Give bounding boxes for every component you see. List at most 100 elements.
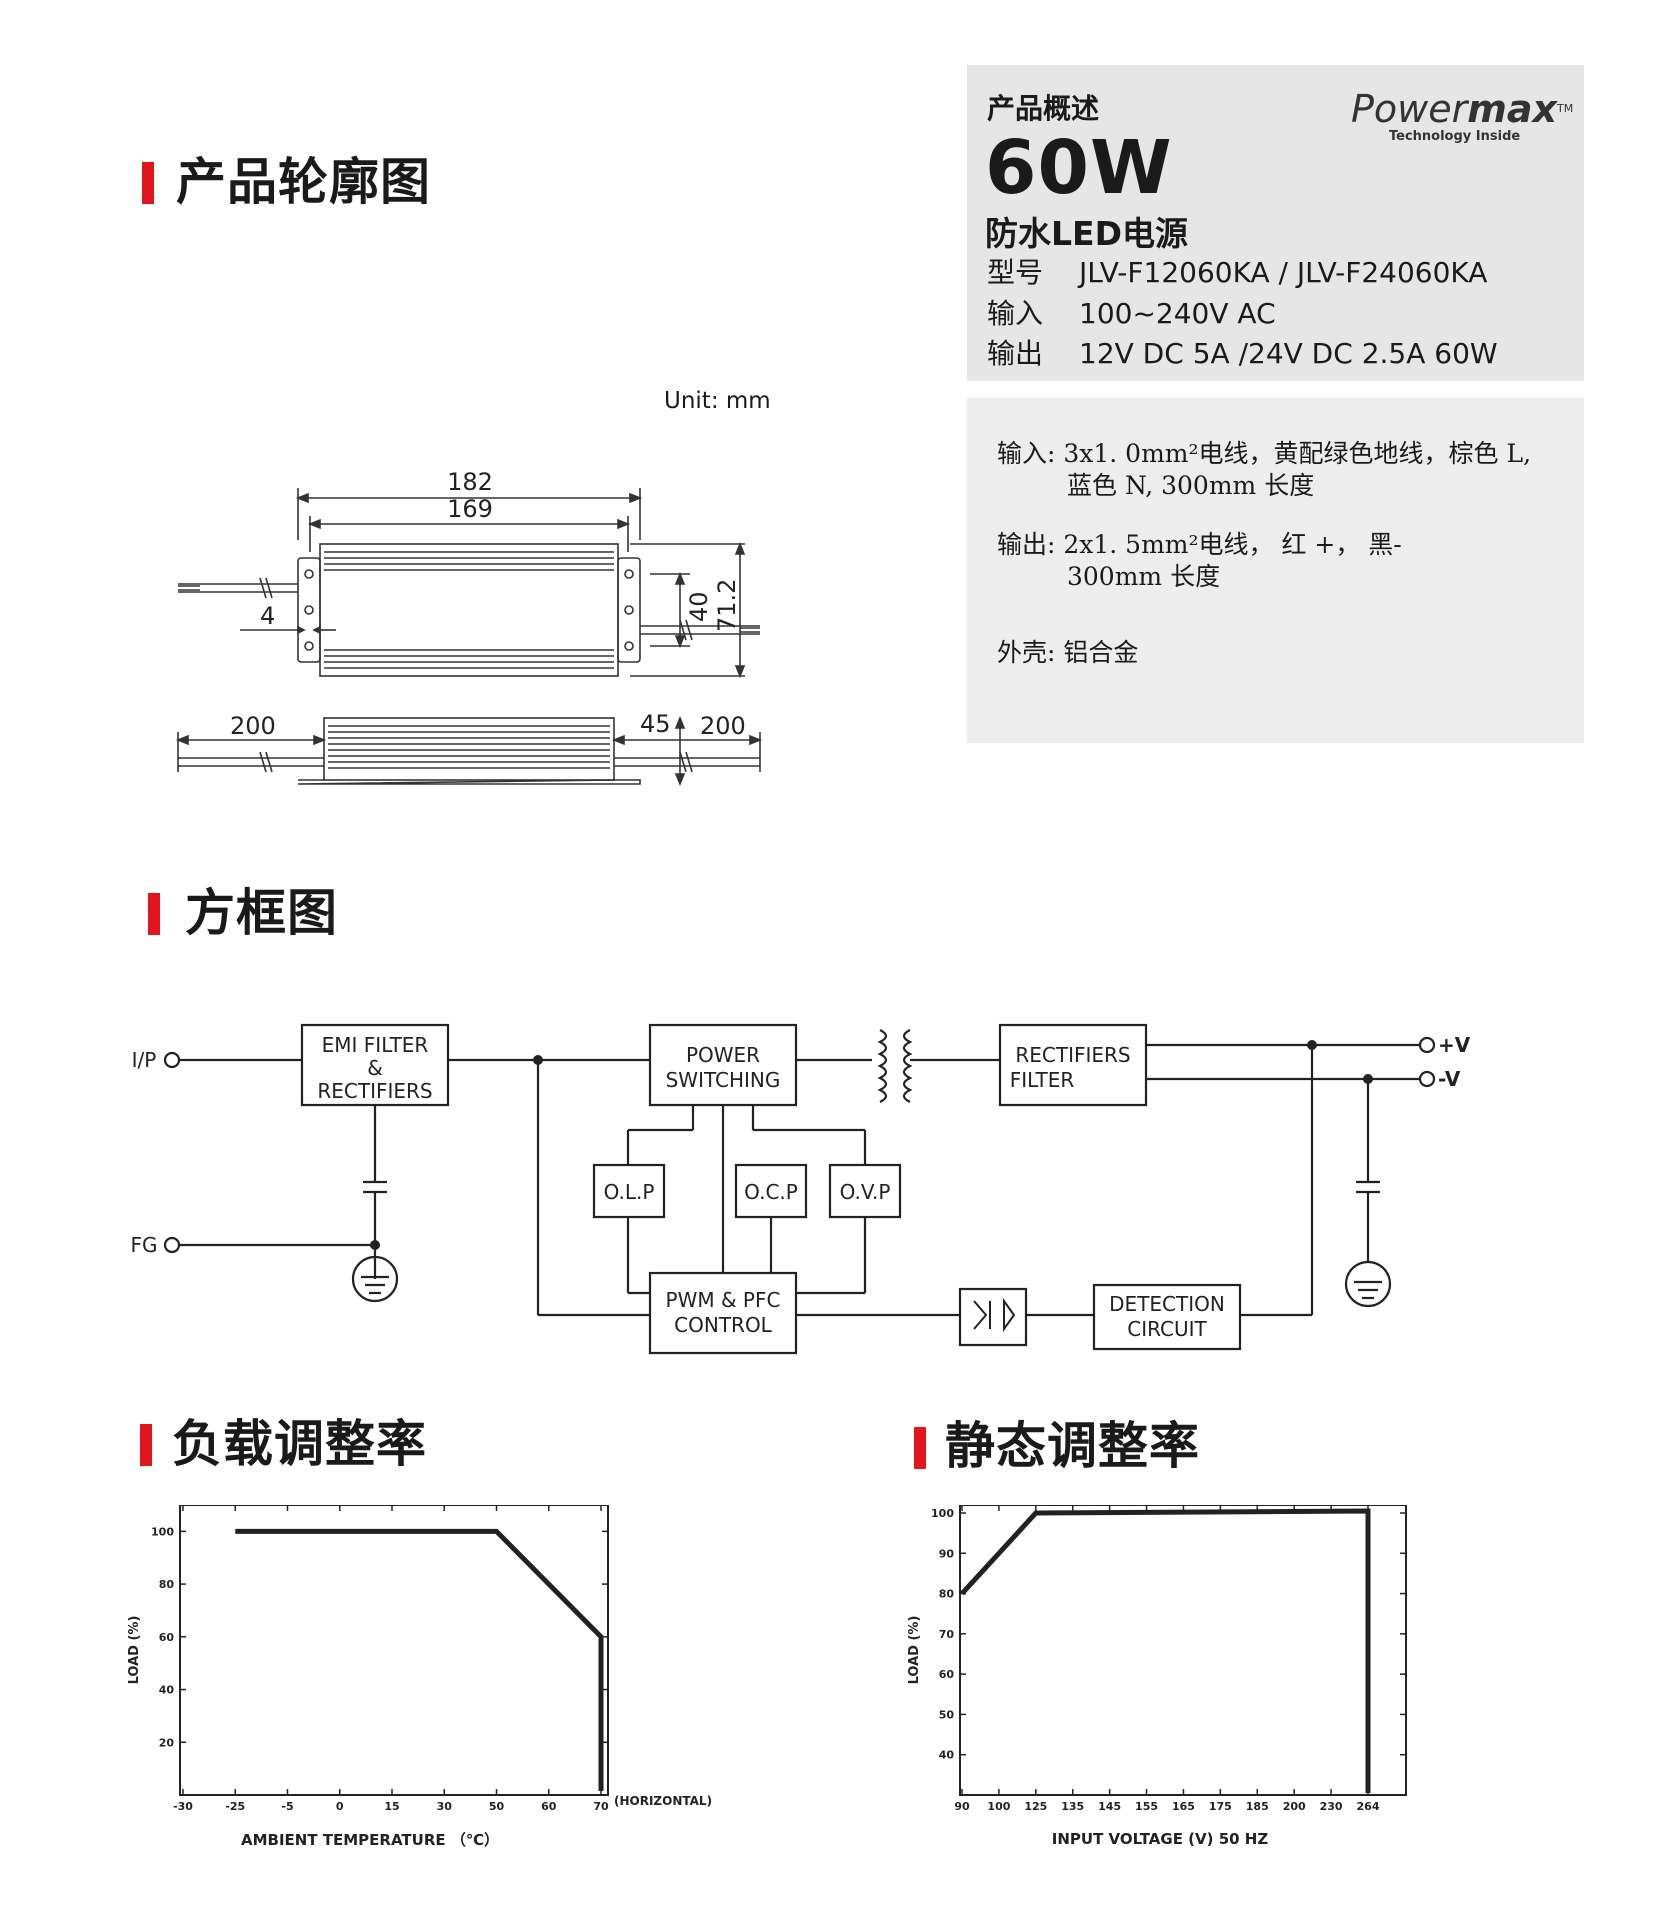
y-tick-label: 50 — [939, 1708, 955, 1721]
x-tick-label: 30 — [437, 1800, 453, 1813]
y-tick-label: 20 — [159, 1736, 175, 1749]
optocoupler — [958, 1287, 1028, 1347]
fg-label: FG — [130, 1233, 157, 1257]
emi-line1: EMI FILTER — [322, 1033, 429, 1057]
overview-row-key: 型号 — [987, 256, 1044, 289]
overview-product-name: 防水LED电源 — [985, 214, 1188, 253]
ps-line2: SWITCHING — [666, 1068, 781, 1092]
input-terminal — [163, 1051, 181, 1069]
rectifiers-filter-block — [998, 1023, 1148, 1107]
vminus-label: -V — [1438, 1067, 1461, 1091]
overview-row-value: 12V DC 5A /24V DC 2.5A 60W — [1079, 337, 1498, 370]
x-axis-label: INPUT VOLTAGE (V) 50 HZ — [1052, 1830, 1269, 1848]
section-title-outline: 产品轮廓图 — [176, 153, 431, 211]
dim-45: 45 — [640, 710, 671, 738]
rf-line2: FILTER — [1010, 1068, 1075, 1092]
section-title-block-diagram: 方框图 — [185, 884, 338, 942]
section-marker — [148, 893, 160, 935]
spec-output-line1: 输出: 2x1. 5mm²电线， 红 +， 黑- — [997, 530, 1402, 559]
spec-shell: 外壳: 铝合金 — [997, 638, 1139, 667]
ps-line1: POWER — [686, 1043, 760, 1067]
ground-symbol — [351, 1255, 399, 1303]
section-marker — [142, 162, 154, 204]
x-tick-label: 165 — [1172, 1800, 1195, 1813]
overview-row-value: 100~240V AC — [1079, 297, 1276, 330]
pwm-pfc-control-block — [648, 1271, 798, 1355]
section-marker — [140, 1424, 152, 1466]
transformer-secondary — [902, 1029, 913, 1103]
y-tick-label: 100 — [931, 1507, 954, 1520]
y-tick-label: 90 — [939, 1547, 955, 1560]
x-tick-label: 264 — [1357, 1800, 1380, 1813]
y-tick-label: 80 — [939, 1588, 955, 1601]
y-tick-label: 60 — [159, 1631, 175, 1644]
y-tick-label: 100 — [151, 1525, 174, 1538]
x-tick-label: 125 — [1024, 1800, 1047, 1813]
outline-drawing: 182 169 4 40 71.2 200 45 200 — [175, 468, 763, 787]
overview-power: 60W — [985, 125, 1173, 211]
overview-row-key: 输入 — [987, 297, 1044, 330]
det-line1: DETECTION — [1109, 1292, 1225, 1316]
y-tick-label: 40 — [159, 1684, 175, 1697]
pwm-line1: PWM & PFC — [666, 1288, 781, 1312]
spec-output-line2: 300mm 长度 — [1067, 562, 1221, 591]
y-tick-label: 80 — [159, 1578, 175, 1591]
spec-input-line2: 蓝色 N, 300mm 长度 — [1067, 471, 1315, 500]
chart-frame — [959, 1505, 1407, 1796]
y-axis-label: LOAD (%) — [907, 1616, 922, 1685]
emi-line3: RECTIFIERS — [317, 1079, 432, 1103]
section-title-static-regulation: 静态调整率 — [945, 1417, 1200, 1475]
dim-40: 40 — [685, 591, 713, 622]
pwm-line2: CONTROL — [674, 1313, 773, 1337]
spec-input-line1: 输入: 3x1. 0mm²电线，黄配绿色地线，棕色 L, — [997, 439, 1532, 468]
ground-symbol — [1344, 1260, 1392, 1308]
enclosure-side-view — [323, 717, 615, 781]
det-line2: CIRCUIT — [1127, 1317, 1207, 1341]
x-tick-label: 145 — [1098, 1800, 1121, 1813]
emi-line2: & — [367, 1056, 383, 1080]
section-title-load-regulation: 负载调整率 — [172, 1415, 427, 1473]
x-tick-label: -5 — [281, 1800, 293, 1813]
dim-182: 182 — [447, 468, 493, 496]
ip-label: I/P — [132, 1048, 157, 1072]
rf-line1: RECTIFIERS — [1015, 1043, 1130, 1067]
input-cable — [178, 583, 298, 593]
olp-label: O.L.P — [604, 1180, 655, 1204]
overview-label: 产品概述 — [987, 92, 1100, 125]
x-tick-label: 155 — [1135, 1800, 1158, 1813]
logo-trademark: TM — [1557, 102, 1574, 115]
block-diagram: I/P FG EMI FILTER & RECTIFIERS POWER SWI… — [130, 1023, 1471, 1355]
x-axis-note: (HORIZONTAL) — [614, 1794, 712, 1808]
detection-circuit-block — [1092, 1283, 1242, 1351]
unit-label: Unit: mm — [664, 388, 771, 414]
y-tick-label: 70 — [939, 1628, 955, 1641]
output-terminal-negative — [1418, 1070, 1436, 1088]
x-tick-label: 70 — [593, 1800, 609, 1813]
x-tick-label: 100 — [987, 1800, 1010, 1813]
series-line — [960, 1508, 1371, 1793]
dim-200-left: 200 — [230, 712, 276, 740]
x-tick-label: 60 — [541, 1800, 557, 1813]
output-terminal-positive — [1418, 1036, 1436, 1054]
series-line — [235, 1528, 604, 1791]
ovp-label: O.V.P — [840, 1180, 891, 1204]
x-tick-label: 200 — [1283, 1800, 1306, 1813]
mount-flange-left — [297, 557, 321, 663]
vplus-label: +V — [1438, 1033, 1471, 1057]
y-axis-label: LOAD (%) — [127, 1616, 142, 1685]
mount-flange-right — [617, 557, 641, 663]
x-tick-label: 50 — [489, 1800, 505, 1813]
x-tick-label: 185 — [1246, 1800, 1269, 1813]
x-axis-label: AMBIENT TEMPERATURE （℃） — [241, 1831, 499, 1849]
dim-200-right: 200 — [700, 712, 746, 740]
fg-terminal — [163, 1236, 181, 1254]
dim-4: 4 — [260, 602, 275, 630]
chart-frame — [179, 1505, 609, 1796]
y-tick-label: 40 — [939, 1749, 955, 1762]
logo-tagline: Technology Inside — [1389, 129, 1521, 144]
